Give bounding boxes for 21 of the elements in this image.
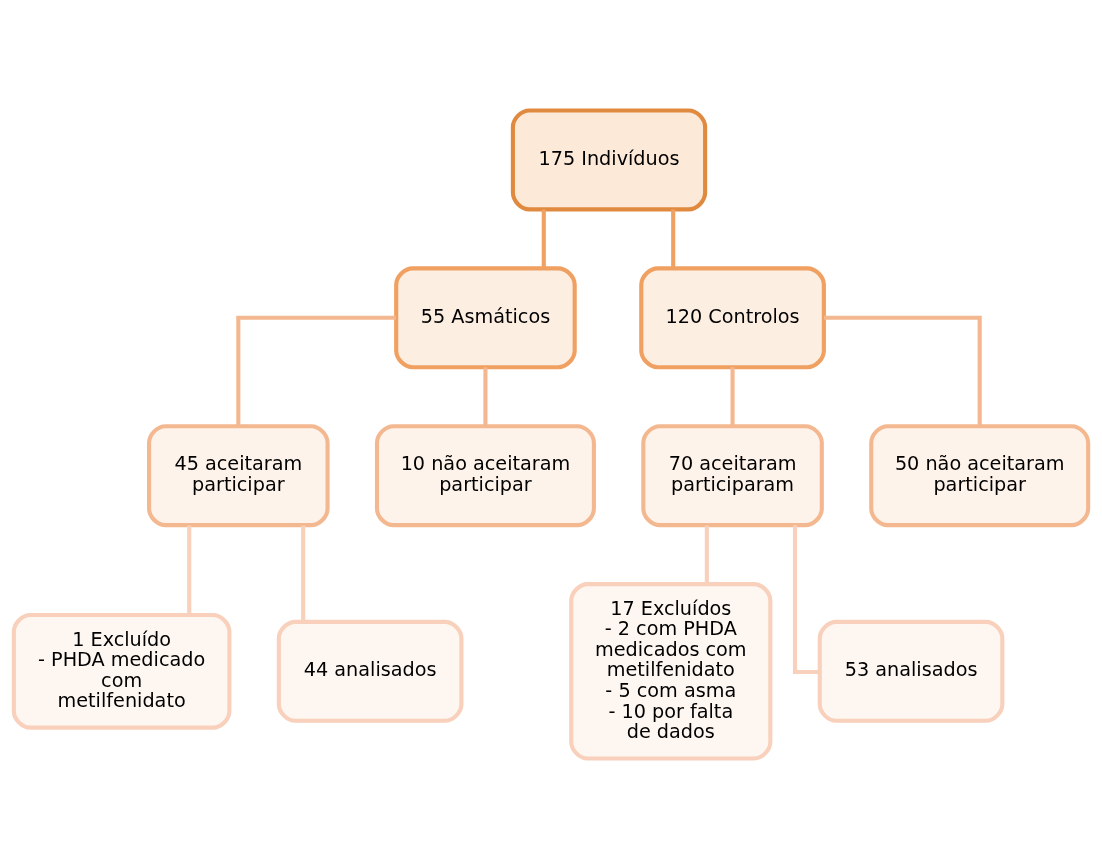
connector — [187, 525, 192, 615]
connector — [704, 525, 709, 584]
node-box: 10 não aceitaram participar — [374, 423, 596, 527]
connector — [301, 525, 306, 622]
connector — [793, 524, 820, 674]
node-box: 1 Excluído - PHDA medicado com metilfenidato — [11, 612, 232, 730]
node-box: 53 analisados — [817, 619, 1005, 723]
node-box: 120 Controlos — [639, 265, 826, 369]
connector — [541, 208, 546, 268]
node-box: 44 analisados — [276, 619, 464, 723]
node-box: 175 Indivíduos — [510, 107, 708, 211]
node-box: 45 aceitaram participar — [147, 423, 330, 527]
connector — [236, 315, 396, 426]
node-box: 70 aceitaram participaram — [641, 423, 824, 527]
node-box: 50 não aceitaram participar — [869, 423, 1091, 527]
connector — [823, 315, 982, 426]
connector — [671, 208, 676, 268]
node-box: 55 Asmáticos — [394, 265, 577, 369]
connector — [483, 366, 488, 426]
node-box: 17 Excluídos - 2 com PHDA medicados com metilfenidato - 5 com asma - 10 por falta de dados — [569, 581, 773, 761]
connector — [730, 366, 735, 426]
